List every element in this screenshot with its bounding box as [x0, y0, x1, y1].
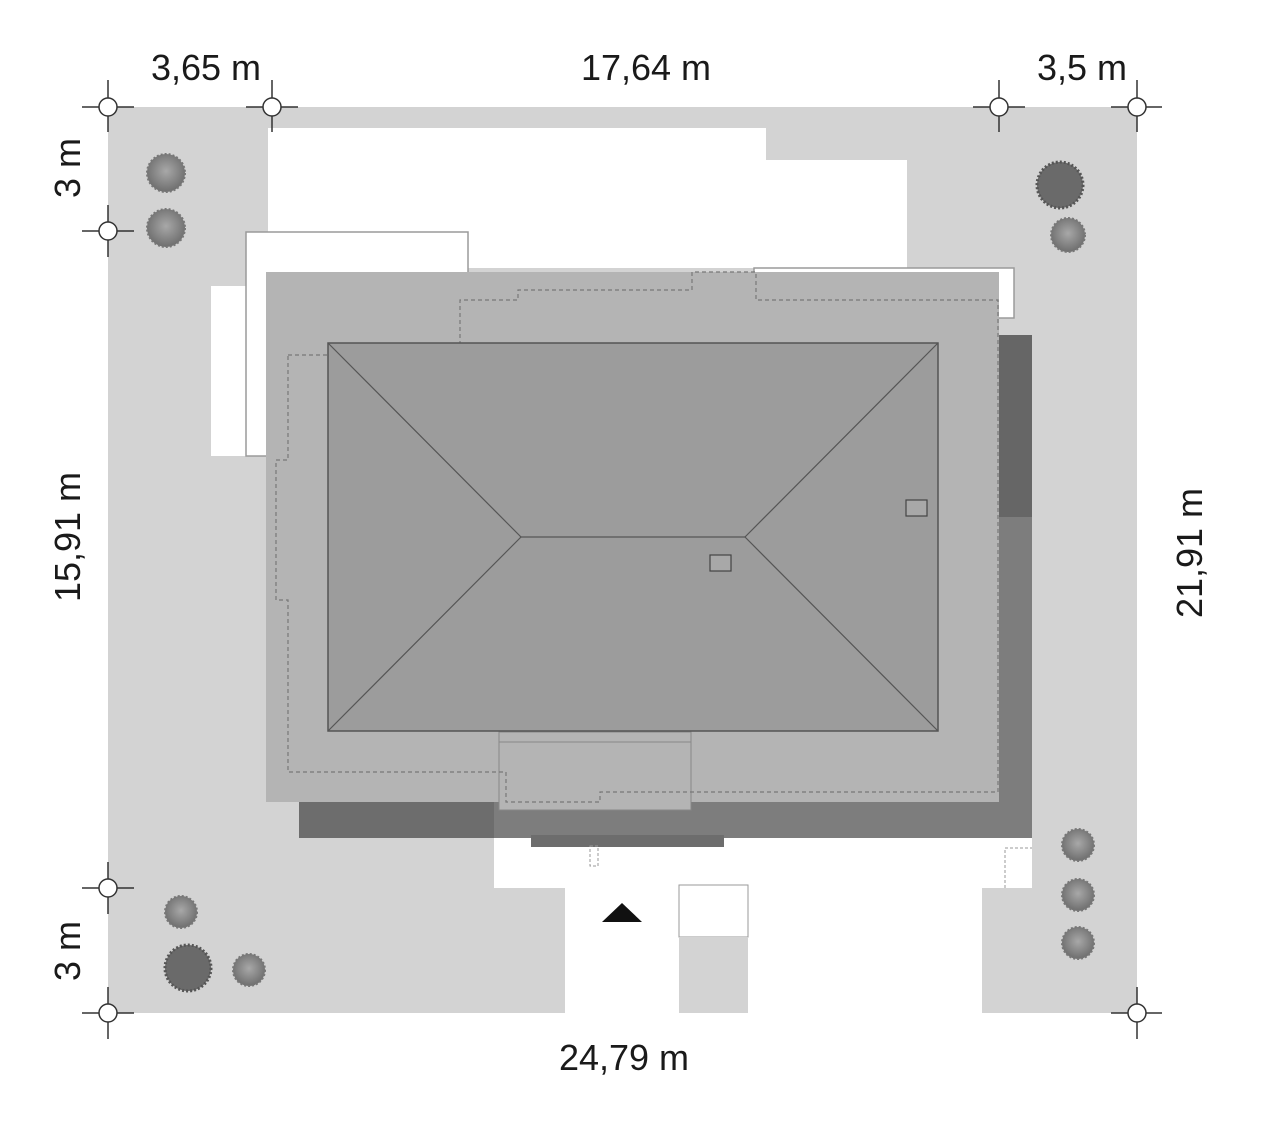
dim-left-top: 3 m	[47, 138, 88, 198]
roof-hip-tl	[327, 342, 522, 538]
dim-right: 21,91 m	[1169, 488, 1210, 618]
dimension-marker	[262, 97, 282, 117]
left-terrace	[211, 286, 251, 456]
dim-top-middle: 17,64 m	[581, 47, 711, 88]
tree-icon	[146, 208, 186, 248]
tree-icon	[1061, 926, 1095, 960]
tree-icon	[146, 153, 186, 193]
shadow-left	[299, 802, 499, 838]
terrace-corner	[1004, 847, 1032, 888]
dimension-marker	[1127, 97, 1147, 117]
dimension-marker	[98, 97, 118, 117]
tree-icon	[163, 943, 213, 993]
dim-bottom: 24,79 m	[559, 1037, 689, 1078]
dimension-marker	[98, 878, 118, 898]
wall-outline	[275, 271, 999, 803]
dimension-marker	[989, 97, 1009, 117]
roof-hip-tr	[744, 342, 939, 538]
tree-icon	[1050, 217, 1086, 253]
door-mark	[589, 845, 599, 867]
dim-left-middle: 15,91 m	[47, 472, 88, 602]
tree-icon	[1061, 828, 1095, 862]
tree-icon	[232, 953, 266, 987]
dim-top-right: 3,5 m	[1037, 47, 1127, 88]
dim-top-left: 3,65 m	[151, 47, 261, 88]
dim-left-bottom: 3 m	[47, 921, 88, 981]
dimension-marker	[1127, 1003, 1147, 1023]
shadow-right-dark	[999, 335, 1032, 517]
dimension-marker	[98, 221, 118, 241]
trees	[146, 153, 1095, 993]
chimney-2	[905, 499, 928, 517]
entrance-arrow-icon	[602, 903, 642, 922]
roof-hip-br	[744, 536, 939, 732]
tree-icon	[1035, 160, 1085, 210]
small-step	[678, 884, 749, 938]
step-lower	[679, 937, 748, 1013]
roof-hip-bl	[327, 536, 522, 732]
shadow-porch	[531, 835, 724, 847]
side-path	[748, 885, 982, 1013]
chimney-1	[709, 554, 732, 572]
porch-roof	[498, 731, 692, 811]
dimension-marker	[98, 1003, 118, 1023]
tree-icon	[1061, 878, 1095, 912]
dimension-markers	[82, 80, 1162, 1039]
tree-icon	[164, 895, 198, 929]
